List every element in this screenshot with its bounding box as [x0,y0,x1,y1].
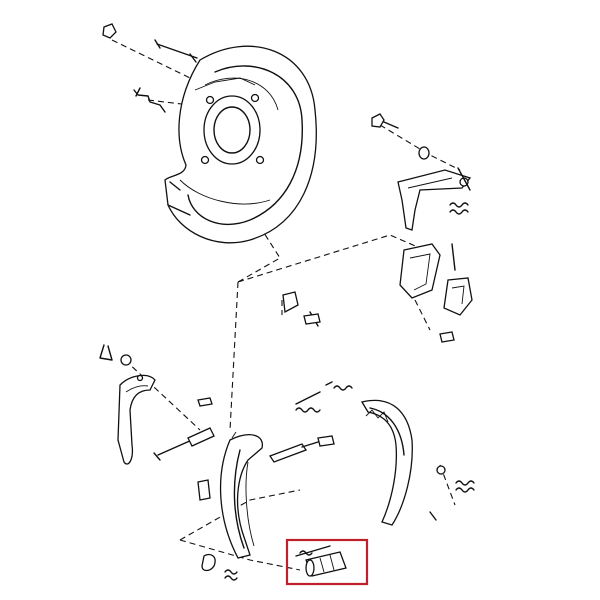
washer-top [102,23,117,39]
adjuster-assembly-highlight[interactable] [285,538,369,586]
parking-brake-lever [117,374,156,465]
bracket-housing [399,243,473,343]
right-brake-shoe [360,399,413,526]
upper-right-bolt [371,113,430,160]
shoe-bolt [197,479,211,501]
top-pin-assembly [102,23,198,63]
spring-upper-right [449,202,469,215]
bottom-left-parts [201,553,238,581]
right-pin-spring [429,465,475,521]
backing-plate-hub [203,95,261,165]
springs-middle [295,381,353,413]
left-brake-shoe [219,431,263,559]
shoe-strut [269,435,335,463]
backing-plate [164,45,317,244]
upper-right-washer [418,146,430,160]
left-clip [99,344,132,366]
highlight-box [285,538,369,586]
bent-pin [133,87,166,113]
center-clip [282,291,321,327]
lever-bracket [397,167,472,231]
adjuster-rod-left [153,397,215,461]
